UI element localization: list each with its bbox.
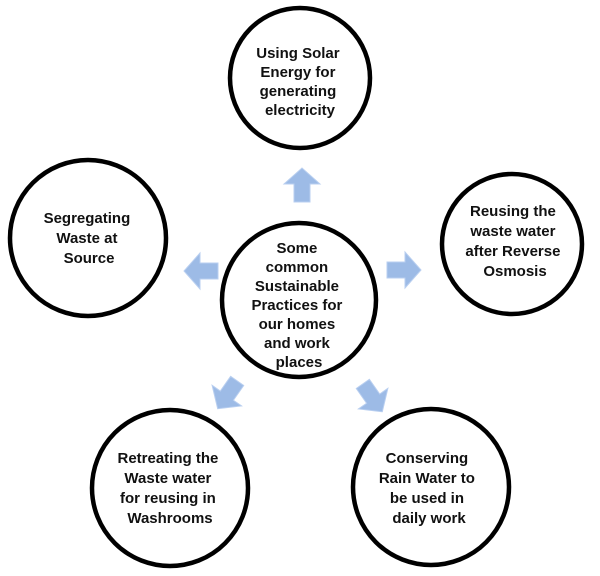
center-line-7: places xyxy=(276,354,323,371)
node-right-line-1: Reusing the xyxy=(470,203,556,220)
arrow-right-icon xyxy=(386,250,422,290)
node-top-line-1: Using Solar xyxy=(256,45,340,62)
node-top-line-2: Energy for xyxy=(260,64,335,81)
node-bottom-right-label: Conserving Rain Water to be used in dail… xyxy=(379,450,479,527)
center-line-6: and work xyxy=(264,335,331,352)
arrow-down-left-icon xyxy=(211,375,245,410)
node-left-label: Segregating Waste at Source xyxy=(44,210,135,267)
node-right-line-2: waste water xyxy=(469,223,555,240)
node-bottom-left-label: Retreating the Waste water for reusing i… xyxy=(117,450,222,527)
node-left-line-2: Waste at xyxy=(56,230,117,247)
node-bottom-left-circle xyxy=(89,407,251,569)
arrow-up-icon xyxy=(282,167,322,203)
node-left-circle xyxy=(7,157,169,319)
node-bottom-right-line-3: be used in xyxy=(390,490,464,507)
arrow-left-icon xyxy=(183,251,219,291)
node-right-line-4: Osmosis xyxy=(483,263,546,280)
node-right-circle xyxy=(439,171,585,317)
node-top-line-3: generating xyxy=(260,83,337,100)
node-left-line-1: Segregating xyxy=(44,210,131,227)
center-line-5: our homes xyxy=(259,316,336,333)
center-line-2: common xyxy=(266,259,329,276)
center-label: Some common Sustainable Practices for ou… xyxy=(251,240,346,371)
node-top-label: Using Solar Energy for generating electr… xyxy=(256,45,344,119)
center-line-4: Practices for xyxy=(251,297,342,314)
node-top-line-4: electricity xyxy=(265,102,336,119)
center-circle xyxy=(219,220,379,380)
arrow-down-right-icon xyxy=(355,378,389,413)
center-line-3: Sustainable xyxy=(255,278,339,295)
node-bottom-left-line-1: Retreating the xyxy=(117,450,218,467)
center-line-1: Some xyxy=(276,240,317,257)
node-left-line-3: Source xyxy=(64,250,115,267)
node-right-label: Reusing the waste water after Reverse Os… xyxy=(465,203,564,280)
arrows-group xyxy=(183,167,422,413)
node-bottom-right-line-4: daily work xyxy=(392,510,466,527)
node-bottom-left-line-2: Waste water xyxy=(124,470,211,487)
node-bottom-right-line-2: Rain Water to xyxy=(379,470,475,487)
node-bottom-left-line-4: Washrooms xyxy=(127,510,212,527)
node-right-line-3: after Reverse xyxy=(465,243,560,260)
node-top-circle xyxy=(227,5,373,151)
node-bottom-right-line-1: Conserving xyxy=(386,450,469,467)
node-bottom-left-line-3: for reusing in xyxy=(120,490,216,507)
node-bottom-right-circle xyxy=(350,406,512,568)
